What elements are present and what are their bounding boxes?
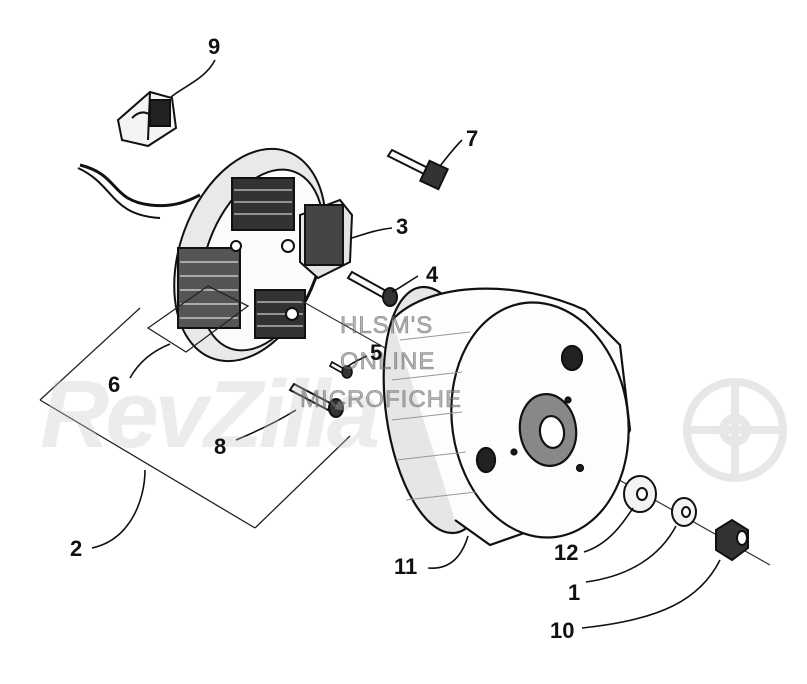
part-9-clamp bbox=[116, 90, 178, 148]
callout-6: 6 bbox=[108, 372, 121, 397]
leader-lines bbox=[91, 59, 721, 629]
watermark-line-1: HLSM'S bbox=[340, 312, 434, 340]
callout-11: 11 bbox=[394, 554, 418, 579]
part-10-nut bbox=[715, 518, 749, 562]
callout-8: 8 bbox=[214, 434, 227, 459]
part-12-washer bbox=[623, 475, 657, 513]
callout-2: 2 bbox=[70, 536, 83, 561]
part-11-flywheel bbox=[382, 285, 632, 547]
callout-3: 3 bbox=[396, 214, 409, 239]
part-6-frame bbox=[146, 285, 250, 353]
part-3-stator bbox=[77, 147, 354, 363]
watermark-line-2: ONLINE bbox=[340, 348, 436, 376]
part-8-screw bbox=[288, 382, 344, 418]
callout-10: 10 bbox=[550, 618, 575, 643]
callout-1: 1 bbox=[568, 580, 581, 605]
watermark-motorcycle bbox=[683, 378, 787, 482]
callout-12: 12 bbox=[554, 540, 579, 565]
watermark-line-3: MICROFICHE bbox=[300, 386, 462, 414]
callout-7: 7 bbox=[466, 126, 479, 151]
part-5-screw bbox=[328, 360, 353, 379]
assembly-2-bracket bbox=[39, 307, 351, 529]
part-4-screw bbox=[346, 270, 398, 307]
callout-4: 4 bbox=[426, 262, 439, 287]
watermark-logo: RevZilla bbox=[40, 361, 380, 468]
callout-5: 5 bbox=[370, 340, 383, 365]
part-7-bolt bbox=[386, 148, 450, 191]
part-1-lockwasher bbox=[671, 497, 697, 527]
callout-9: 9 bbox=[208, 34, 221, 59]
